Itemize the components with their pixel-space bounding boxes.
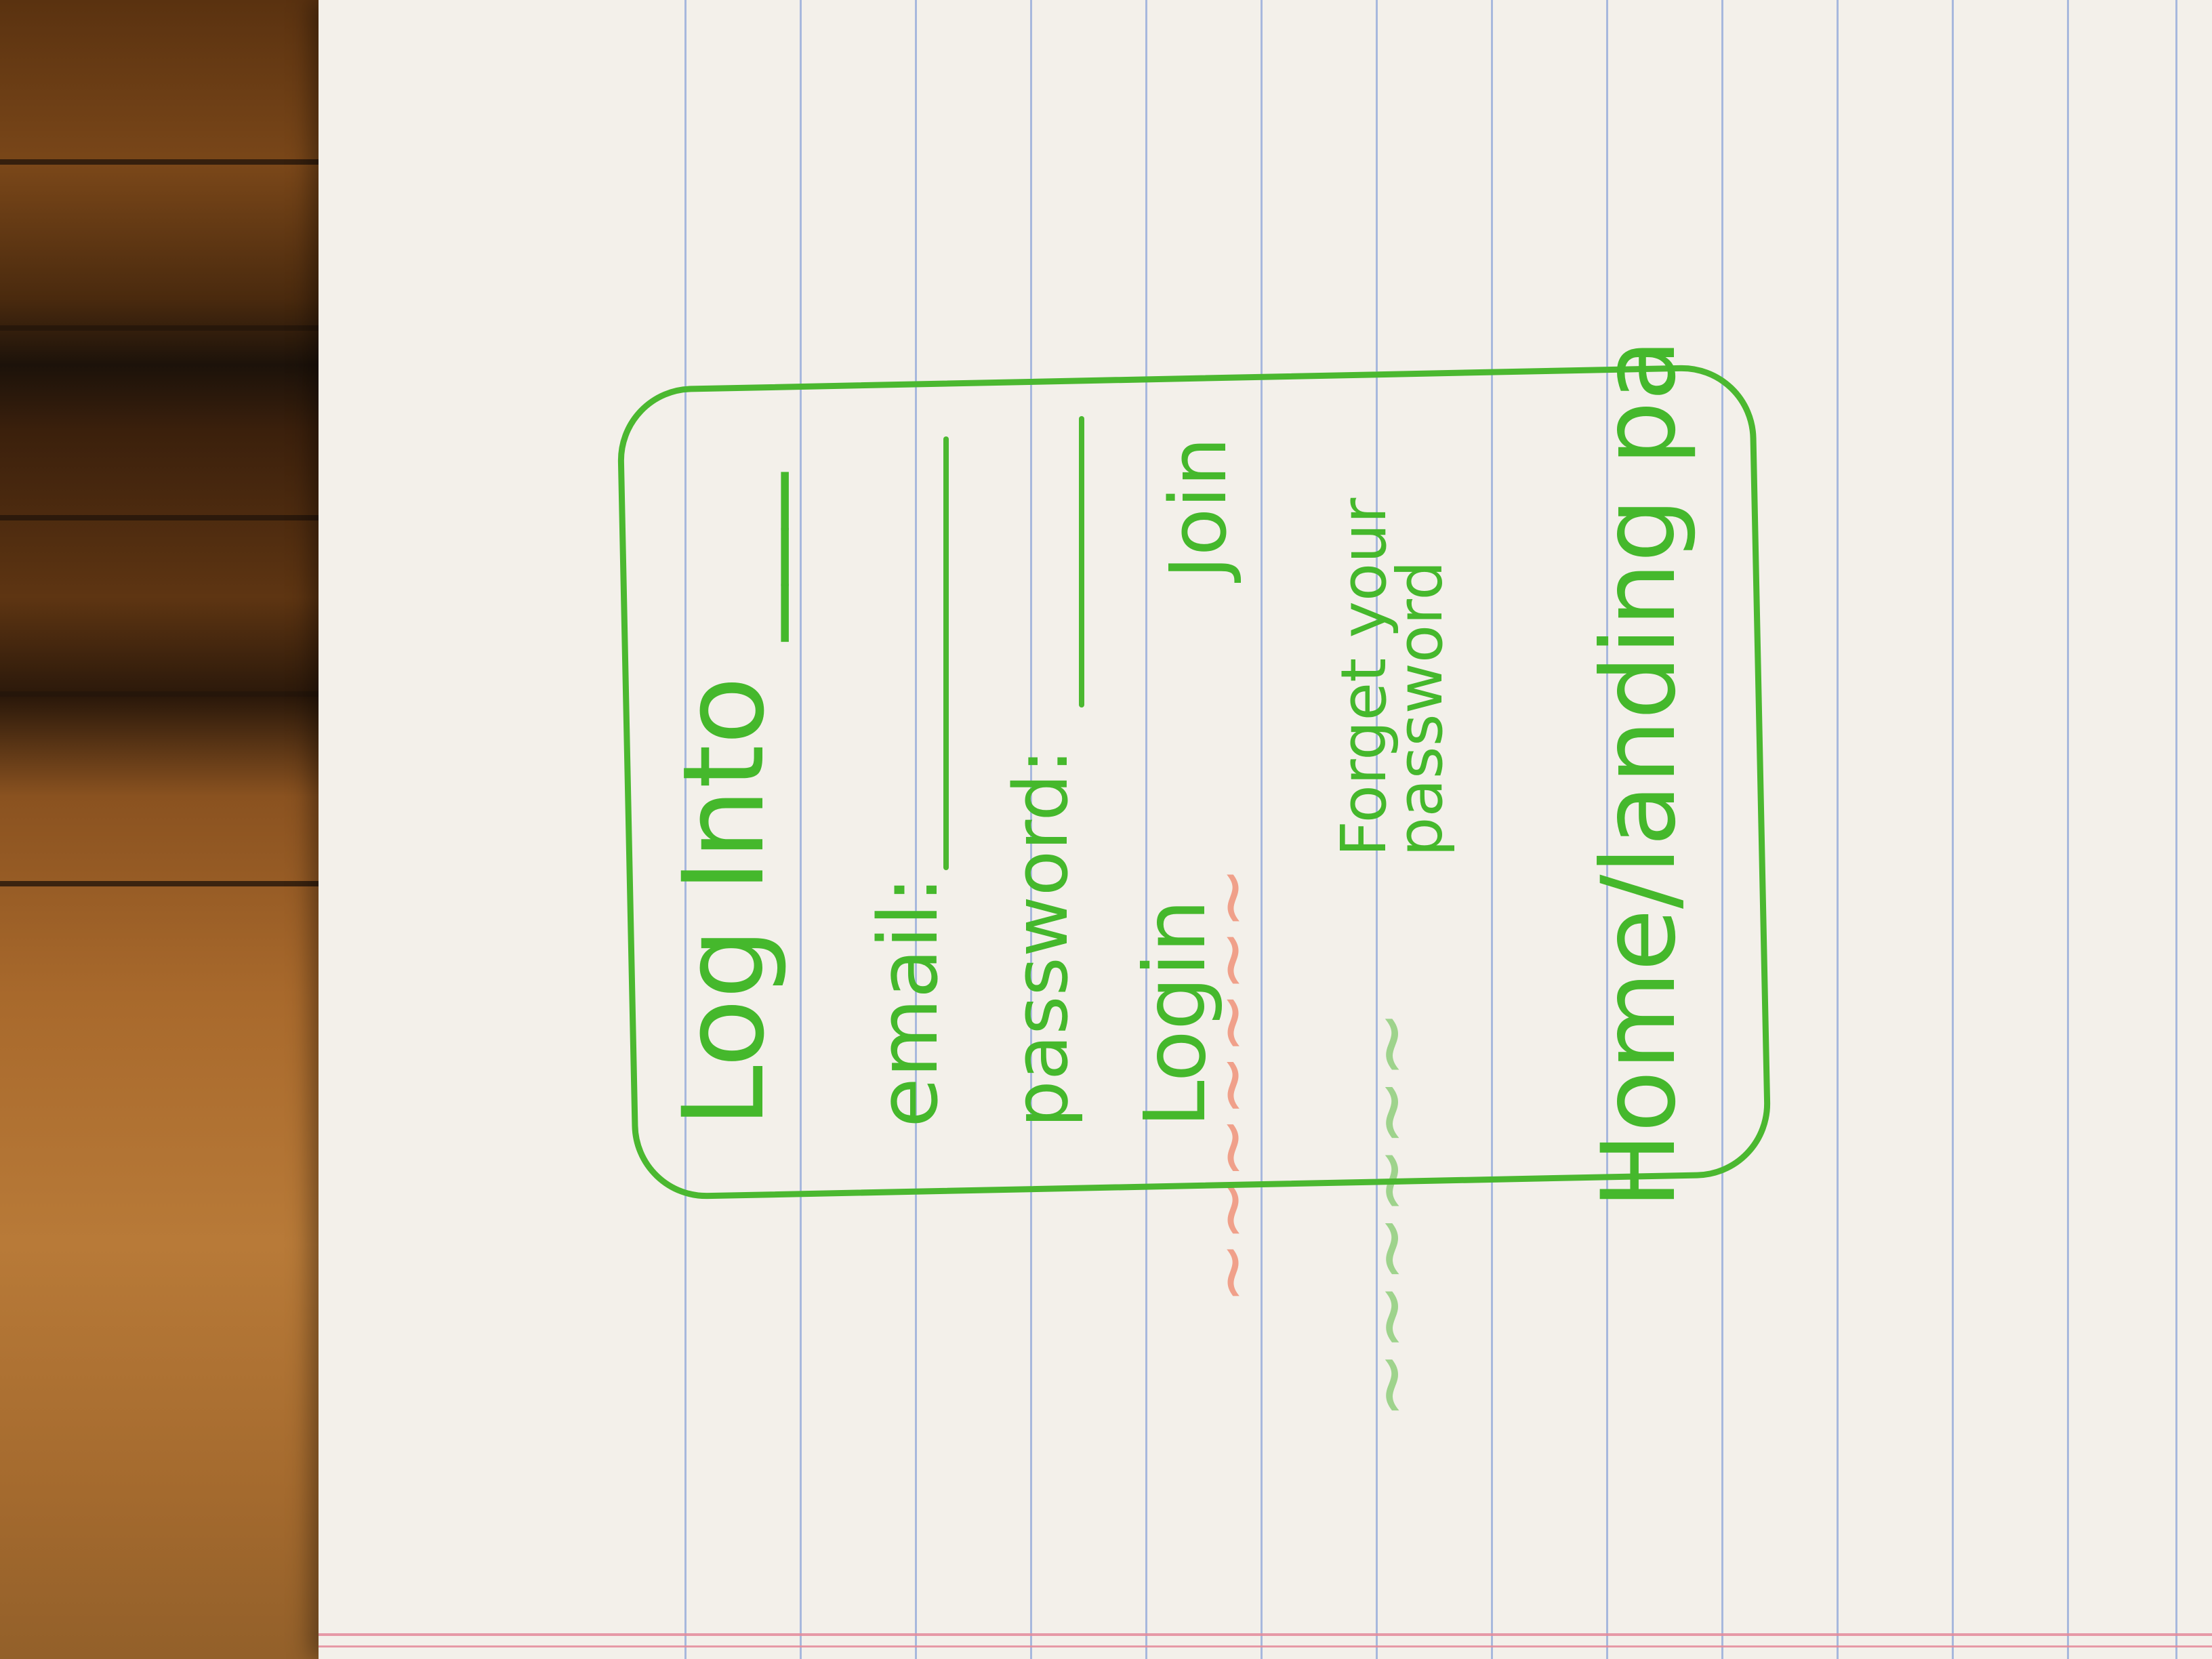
wood-seam xyxy=(0,159,352,165)
forgot-password-link[interactable]: Forget your password xyxy=(1328,497,1456,857)
wood-seam xyxy=(0,881,352,886)
ruled-line xyxy=(1261,0,1263,1659)
page-title: Log Into ___ xyxy=(659,473,789,1128)
ruled-line xyxy=(800,0,802,1659)
email-label: email: xyxy=(862,876,956,1128)
ruled-line xyxy=(2067,0,2069,1659)
margin-line xyxy=(319,1645,2212,1647)
ruled-line xyxy=(684,0,687,1659)
wood-seam xyxy=(0,515,352,520)
ruled-line xyxy=(1030,0,1032,1659)
page-heading-label: Home/landing pa xyxy=(1580,338,1698,1209)
wood-floor xyxy=(0,0,352,1659)
margin-line xyxy=(319,1633,2212,1636)
ruled-line xyxy=(1952,0,1954,1659)
ruled-line xyxy=(1491,0,1493,1659)
notebook-paper xyxy=(319,0,2212,1659)
ruled-line xyxy=(2175,0,2177,1659)
ruled-line xyxy=(1721,0,1723,1659)
ruled-line xyxy=(1606,0,1608,1659)
ruled-line xyxy=(1376,0,1378,1659)
login-sketch: ~~~~~~ ~~~~~~~ Log Into ___ email: passw… xyxy=(564,152,1772,1507)
email-field[interactable] xyxy=(943,436,949,870)
ruled-line xyxy=(1837,0,1839,1659)
wood-seam xyxy=(0,325,352,331)
password-field[interactable] xyxy=(1079,416,1084,708)
ruled-line xyxy=(915,0,917,1659)
wood-seam xyxy=(0,691,352,697)
join-link[interactable]: Join xyxy=(1153,436,1244,579)
password-label: password: xyxy=(998,748,1084,1128)
ruled-line xyxy=(1145,0,1147,1659)
login-button[interactable]: Login xyxy=(1126,899,1225,1128)
